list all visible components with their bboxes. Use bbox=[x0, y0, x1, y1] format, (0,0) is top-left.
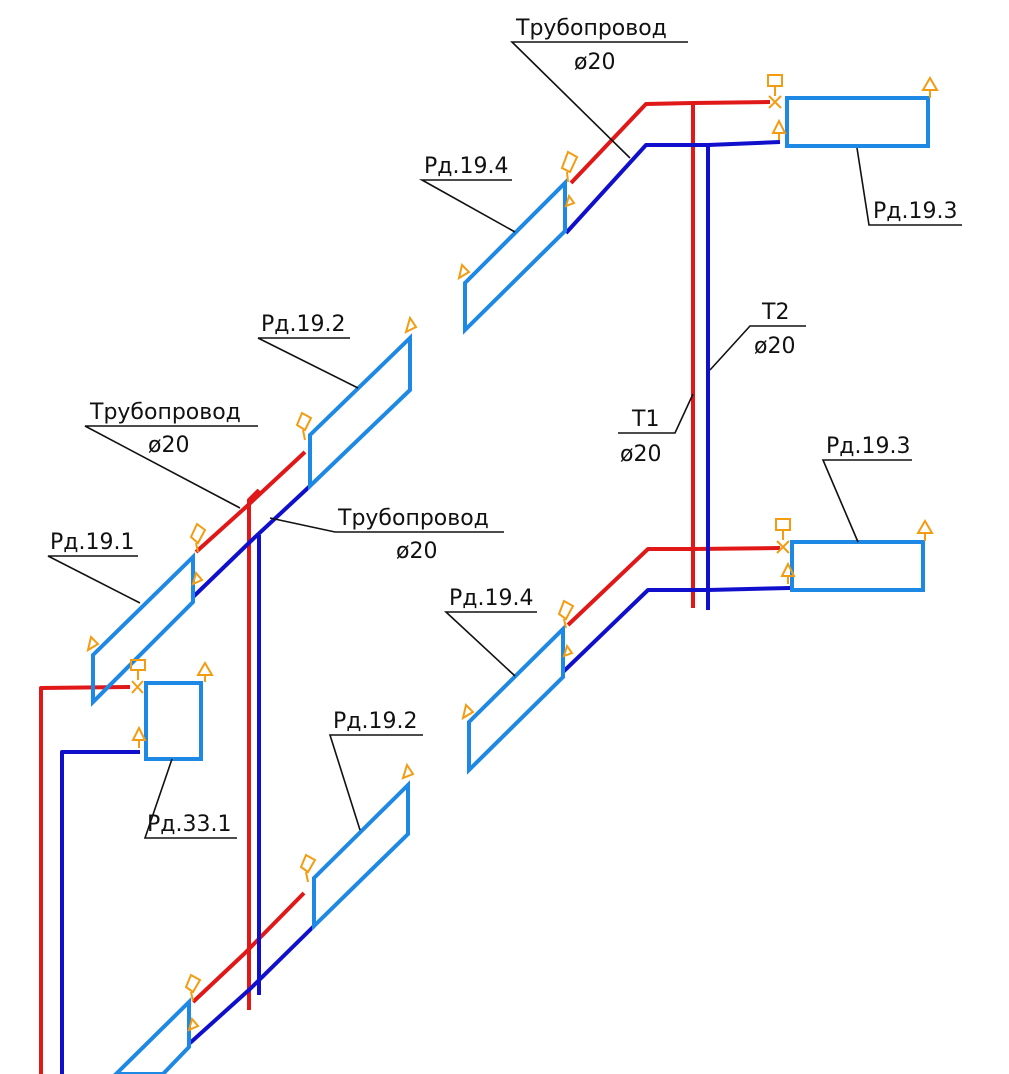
air-vent-icon bbox=[131, 725, 147, 748]
air-vent-icon bbox=[771, 118, 787, 140]
air-vent-icon bbox=[562, 643, 574, 658]
radiator-rd-19-3-bottom bbox=[790, 540, 925, 592]
label-rd-19-3-top: Рд.19.3 bbox=[873, 199, 957, 224]
valve-icon bbox=[557, 599, 575, 629]
leader-pipe-mid bbox=[269, 517, 504, 533]
leader-rd-19-3-bottom bbox=[821, 459, 912, 543]
air-vent-icon bbox=[457, 263, 471, 281]
air-vent-icon bbox=[86, 635, 100, 653]
radiator-rd-19-4-bottom bbox=[467, 624, 565, 775]
label-pipe-top: Трубопровод bbox=[515, 16, 667, 41]
valve-icon bbox=[299, 853, 317, 883]
radiator-rd-33-1 bbox=[144, 681, 203, 761]
supply-pipes bbox=[39, 100, 781, 1074]
return-left-bottom-branch bbox=[188, 924, 316, 1045]
label-t1-dia: ø20 bbox=[620, 442, 661, 467]
supply-upper-branch bbox=[569, 100, 771, 185]
leader-t1 bbox=[618, 393, 694, 434]
leader-rd-19-4-bottom bbox=[443, 611, 537, 677]
labels: Трубопровод ø20 Рд.19.4 Рд.19.3 Рд.19.2 … bbox=[50, 16, 957, 837]
air-vent-icon bbox=[187, 1016, 200, 1032]
label-rd-19-4-top: Рд.19.4 bbox=[424, 154, 508, 179]
leader-t2 bbox=[709, 325, 806, 371]
valve-icon bbox=[767, 74, 783, 109]
leader-rd-19-1 bbox=[47, 555, 141, 604]
radiator-rd-19-4-top bbox=[463, 178, 567, 335]
label-rd-19-2-top: Рд.19.2 bbox=[261, 312, 345, 337]
leader-rd-33-1 bbox=[143, 758, 237, 839]
leader-rd-19-4-top bbox=[418, 179, 516, 233]
air-vent-icon bbox=[191, 570, 204, 586]
return-left-branch bbox=[190, 484, 312, 600]
leader-lines bbox=[47, 41, 962, 839]
radiators bbox=[91, 96, 930, 1074]
valves bbox=[86, 74, 939, 1032]
leader-rd-19-2-top bbox=[257, 337, 359, 389]
leader-rd-19-2-bottom bbox=[328, 734, 423, 831]
valve-icon bbox=[184, 973, 202, 1002]
label-t2: Т2 bbox=[761, 300, 789, 325]
supply-lower-branch bbox=[566, 546, 781, 627]
return-pipes bbox=[60, 140, 791, 1074]
return-upper-branch bbox=[564, 140, 781, 235]
supply-left-bottom-branch bbox=[191, 891, 306, 1004]
leader-pipe-top bbox=[510, 41, 688, 159]
air-vent-icon bbox=[196, 661, 214, 682]
air-vent-icon bbox=[401, 762, 415, 780]
air-vent-icon bbox=[461, 703, 475, 721]
supply-left-branch bbox=[194, 450, 307, 554]
radiator-rd-19-2-bottom bbox=[312, 780, 410, 931]
label-pipe-left-dia: ø20 bbox=[148, 433, 189, 458]
leader-rd-19-3-top bbox=[856, 147, 962, 226]
label-pipe-left: Трубопровод bbox=[89, 400, 241, 425]
return-left-vertical bbox=[60, 750, 140, 1074]
label-pipe-mid: Трубопровод bbox=[337, 506, 489, 531]
air-vent-icon bbox=[564, 193, 576, 208]
label-rd-19-2-bottom: Рд.19.2 bbox=[333, 709, 417, 734]
supply-left-vertical bbox=[39, 685, 131, 1074]
return-lower-branch bbox=[561, 586, 791, 674]
valve-icon bbox=[189, 522, 207, 553]
label-pipe-top-dia: ø20 bbox=[574, 50, 615, 75]
radiator-rd-19-2-top bbox=[308, 333, 412, 491]
air-vent-icon bbox=[404, 315, 418, 334]
supply-riser-left bbox=[247, 488, 261, 1010]
label-rd-33-1: Рд.33.1 bbox=[147, 812, 231, 837]
radiator-bottom-left-partial bbox=[113, 997, 191, 1074]
leader-pipe-left bbox=[84, 425, 258, 509]
label-rd-19-3-bottom: Рд.19.3 bbox=[826, 434, 910, 459]
air-vent-icon bbox=[921, 76, 939, 98]
label-rd-19-4-bottom: Рд.19.4 bbox=[449, 586, 533, 611]
valve-icon bbox=[295, 411, 313, 441]
radiator-rd-19-3-top bbox=[785, 96, 930, 148]
label-rd-19-1: Рд.19.1 bbox=[50, 530, 134, 555]
radiator-rd-19-1 bbox=[91, 552, 195, 707]
valve-icon bbox=[130, 659, 146, 694]
valve-icon bbox=[775, 518, 791, 554]
air-vent-icon bbox=[916, 519, 934, 541]
label-t2-dia: ø20 bbox=[754, 334, 795, 359]
label-t1: Т1 bbox=[631, 407, 659, 432]
label-pipe-mid-dia: ø20 bbox=[396, 539, 437, 564]
valve-icon bbox=[560, 150, 579, 183]
air-vent-icon bbox=[780, 561, 796, 584]
